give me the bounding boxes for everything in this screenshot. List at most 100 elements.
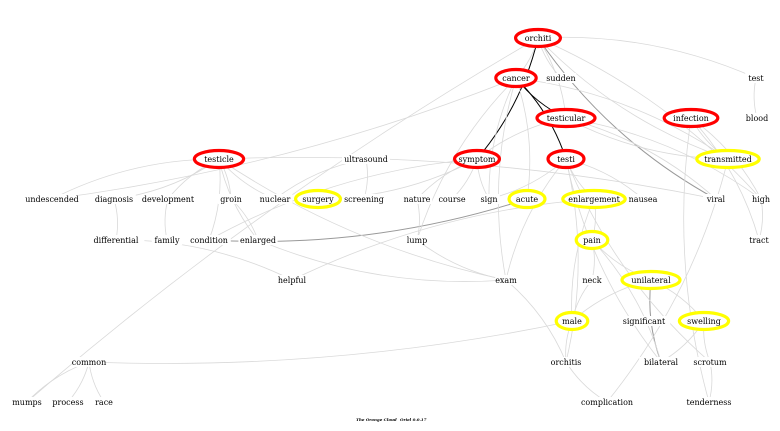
- edge-test-blood: [753, 77, 758, 119]
- node-backdrop: [545, 73, 577, 83]
- node-differential[interactable]: differential: [87, 235, 145, 245]
- node-process[interactable]: process: [50, 397, 86, 407]
- node-label: differential: [94, 236, 139, 245]
- node-label: high: [752, 195, 770, 204]
- node-label: infection: [673, 114, 709, 123]
- node-label: male: [562, 317, 582, 326]
- node-significant[interactable]: significant: [617, 316, 671, 326]
- node-nausea[interactable]: nausea: [627, 194, 659, 204]
- node-helpful[interactable]: helpful: [274, 275, 310, 285]
- node-viral[interactable]: viral: [703, 194, 729, 204]
- node-backdrop: [744, 113, 770, 123]
- node-label: swelling: [687, 317, 721, 326]
- node-outline: [662, 107, 720, 129]
- node-outline: [695, 148, 761, 170]
- node-exam[interactable]: exam: [495, 275, 517, 285]
- node-nuclear[interactable]: nuclear: [257, 194, 293, 204]
- node-label: enlarged: [240, 236, 276, 245]
- node-cancer[interactable]: cancer: [494, 67, 538, 89]
- node-high[interactable]: high: [750, 194, 772, 204]
- node-ultrasound[interactable]: ultrasound: [342, 154, 390, 164]
- node-blood[interactable]: blood: [744, 113, 770, 123]
- node-neck[interactable]: neck: [581, 275, 603, 285]
- node-sudden[interactable]: sudden: [545, 73, 577, 83]
- node-enlargement[interactable]: enlargement: [561, 188, 627, 210]
- node-label: undescended: [25, 195, 79, 204]
- node-acute[interactable]: acute: [507, 188, 547, 210]
- node-tenderness[interactable]: tenderness: [685, 397, 733, 407]
- node-screening[interactable]: screening: [342, 194, 386, 204]
- node-enlarged[interactable]: enlarged: [238, 235, 278, 245]
- node-label: nature: [404, 195, 431, 204]
- edge-helpful-enlargement: [291, 198, 595, 281]
- node-course[interactable]: course: [436, 194, 468, 204]
- node-label: tract: [749, 236, 769, 245]
- node-backdrop: [187, 235, 231, 245]
- node-groin[interactable]: groin: [218, 194, 244, 204]
- node-backdrop: [50, 397, 86, 407]
- node-label: sudden: [546, 74, 575, 83]
- node-label: testi: [557, 155, 575, 164]
- node-label: orchitis: [551, 358, 582, 367]
- node-backdrop: [401, 194, 433, 204]
- node-infection[interactable]: infection: [662, 107, 720, 129]
- node-mumps[interactable]: mumps: [12, 397, 42, 407]
- node-label: complication: [581, 398, 633, 407]
- node-testi[interactable]: testi: [546, 148, 586, 170]
- edge-scrotum-tenderness: [708, 361, 713, 403]
- edge-orchiti-transmitted: [537, 37, 729, 160]
- node-label: exam: [495, 276, 517, 285]
- node-outline: [494, 67, 538, 89]
- edge-infection-tract: [690, 117, 760, 241]
- node-label: blood: [746, 114, 768, 123]
- node-lump[interactable]: lump: [406, 235, 428, 245]
- node-nature[interactable]: nature: [401, 194, 433, 204]
- node-transmitted[interactable]: transmitted: [695, 148, 761, 170]
- node-family[interactable]: family: [151, 235, 183, 245]
- node-label: bilateral: [644, 358, 679, 367]
- node-swelling[interactable]: swelling: [677, 310, 731, 332]
- node-testicle[interactable]: testicle: [192, 148, 246, 170]
- node-backdrop: [546, 357, 586, 367]
- node-male[interactable]: male: [554, 310, 590, 332]
- node-scrotum[interactable]: scrotum: [692, 357, 728, 367]
- edge-testi-orchitis: [565, 158, 579, 363]
- nodes-layer: orchiti cancer sudden test testicular infecti…: [12, 27, 772, 407]
- node-orchiti[interactable]: orchiti: [513, 27, 562, 49]
- node-unilateral[interactable]: unilateral: [620, 269, 682, 291]
- node-label: lump: [407, 236, 427, 245]
- node-symptom[interactable]: symptom: [453, 148, 502, 170]
- node-undescended[interactable]: undescended: [25, 194, 79, 204]
- edge-exam-orchitis: [505, 279, 567, 363]
- node-backdrop: [73, 357, 105, 367]
- node-sign[interactable]: sign: [478, 194, 500, 204]
- node-race[interactable]: race: [93, 397, 115, 407]
- edge-cancer-exam: [497, 77, 517, 281]
- node-label: enlargement: [568, 195, 620, 204]
- node-pain[interactable]: pain: [574, 229, 610, 251]
- node-outline: [554, 310, 590, 332]
- node-backdrop: [218, 194, 244, 204]
- node-label: process: [52, 398, 83, 407]
- node-surgery[interactable]: surgery: [294, 188, 343, 210]
- node-test[interactable]: test: [745, 73, 767, 83]
- node-backdrop: [257, 194, 293, 204]
- footer-left: The Orange Cloud: [356, 417, 397, 422]
- node-testicular[interactable]: testicular: [535, 107, 597, 129]
- edge-testicle-undescended: [51, 158, 220, 200]
- node-development[interactable]: development: [141, 194, 195, 204]
- node-tract[interactable]: tract: [746, 235, 772, 245]
- node-outline: [535, 107, 597, 129]
- edge-cancer-undescended: [51, 77, 517, 200]
- node-common[interactable]: common: [72, 357, 106, 367]
- edge-ultrasound-screening: [363, 158, 368, 200]
- node-label: mumps: [12, 398, 42, 407]
- node-bilateral[interactable]: bilateral: [639, 357, 683, 367]
- node-orchitis[interactable]: orchitis: [546, 357, 586, 367]
- node-diagnosis[interactable]: diagnosis: [92, 194, 136, 204]
- edge-differential-helpful: [115, 239, 293, 281]
- node-condition[interactable]: condition: [187, 235, 231, 245]
- edge-development-family: [164, 198, 169, 241]
- node-complication[interactable]: complication: [578, 397, 636, 407]
